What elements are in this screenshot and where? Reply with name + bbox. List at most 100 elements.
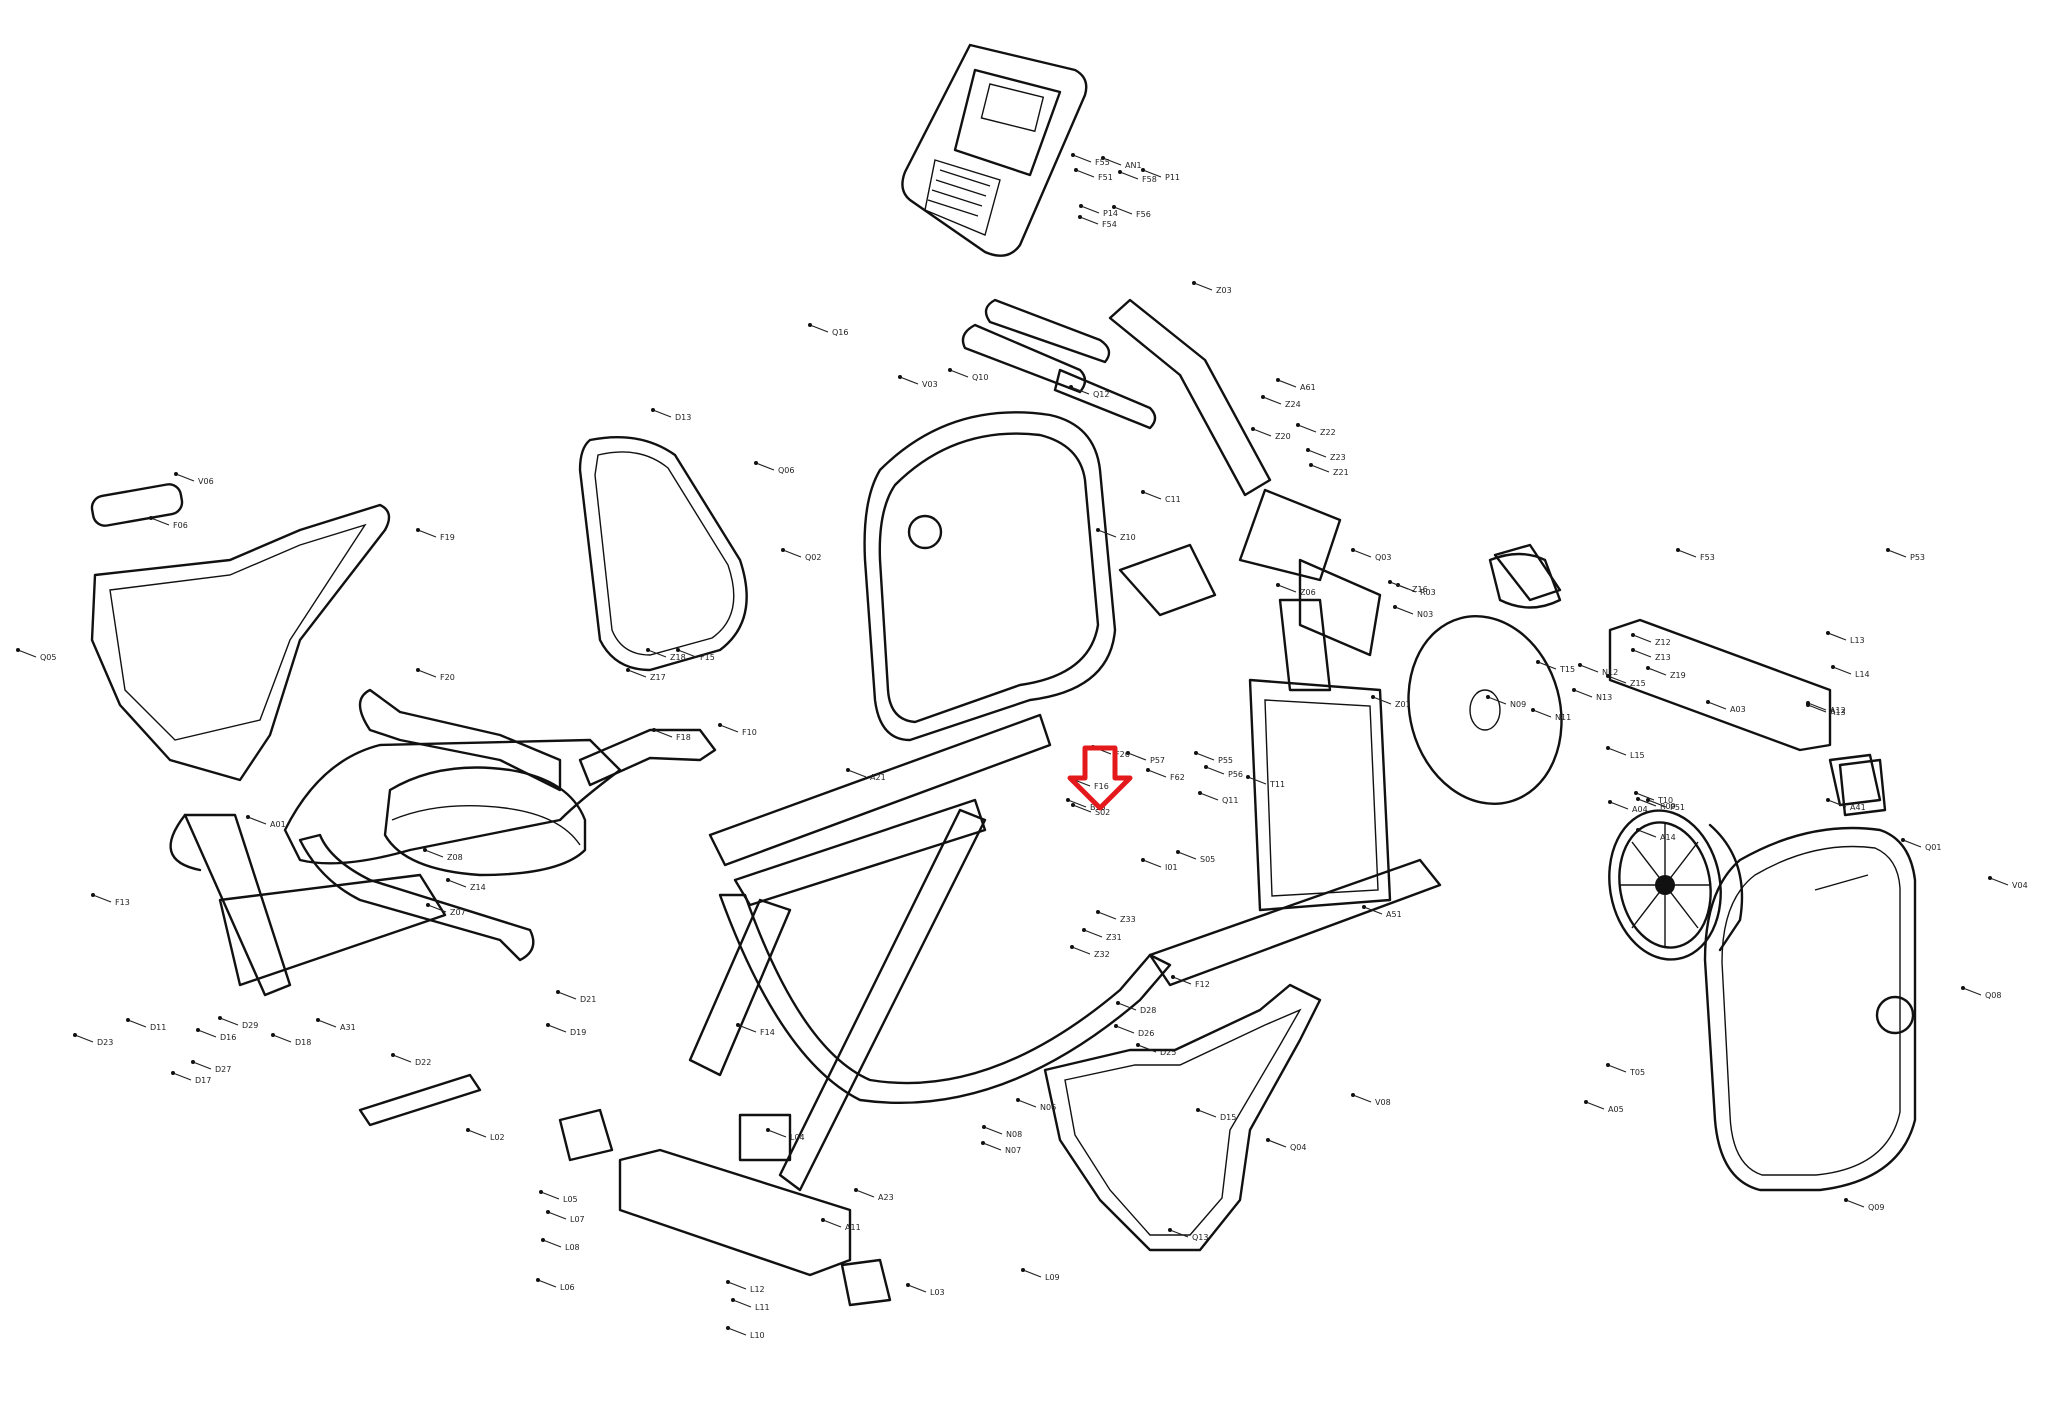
stabilizer-front-part (558, 1108, 892, 1307)
part-label-q08: Q08 (1985, 991, 2001, 1000)
leader-dot (651, 408, 655, 412)
leader-line (1807, 704, 1827, 713)
leader-line (17, 649, 37, 658)
part-label-a51: A51 (1386, 910, 1402, 919)
part-label-d23: D23 (97, 1038, 113, 1047)
part-label-n08: N08 (1006, 1130, 1022, 1139)
leader-dot (1146, 768, 1150, 772)
part-label-a12: A12 (1830, 706, 1846, 715)
leader-line (1113, 206, 1133, 215)
part-label-a14: A14 (1660, 833, 1676, 842)
leader-dot (149, 516, 153, 520)
leader-line (1142, 491, 1162, 500)
part-label-p57: P57 (1150, 756, 1165, 765)
leader-dot (898, 375, 902, 379)
part-label-t11: T11 (1269, 780, 1285, 789)
leader-line (1119, 171, 1139, 180)
part-label-p51: P51 (1670, 803, 1685, 812)
leader-line (1677, 549, 1697, 558)
leader-line (427, 904, 447, 913)
leader-dot (1114, 1024, 1118, 1028)
leader-line (1827, 632, 1847, 641)
part-label-n06: N06 (1040, 1103, 1056, 1112)
leader-line (417, 529, 437, 538)
right-shroud-part (1703, 826, 1917, 1192)
leader-line (1845, 1199, 1865, 1208)
leader-line (1637, 798, 1657, 807)
leader-lines (16, 153, 2009, 1336)
leader-dot (1266, 1138, 1270, 1142)
leader-line (1647, 799, 1667, 808)
leader-dot (1608, 800, 1612, 804)
part-label-z32: Z32 (1094, 950, 1110, 959)
part-label-l12: L12 (750, 1285, 765, 1294)
leader-dot (1961, 986, 1965, 990)
part-label-z19: Z19 (1670, 671, 1686, 680)
part-label-a13: A13 (1830, 708, 1846, 717)
part-label-a31: A31 (340, 1023, 356, 1032)
leader-line (1277, 379, 1297, 388)
leader-line (653, 729, 673, 738)
leader-line (540, 1191, 560, 1200)
leader-dot (1194, 751, 1198, 755)
leader-dot (676, 648, 680, 652)
part-label-f62: F62 (1170, 773, 1185, 782)
part-label-v08: V08 (1375, 1098, 1391, 1107)
part-label-f10: F10 (742, 728, 757, 737)
leader-dot (1371, 695, 1375, 699)
leader-line (1277, 584, 1297, 593)
part-label-z20: Z20 (1275, 432, 1291, 441)
leader-line (847, 769, 867, 778)
leader-line (1205, 766, 1225, 775)
leader-line (1199, 792, 1219, 801)
leader-line (1887, 549, 1907, 558)
leader-dot (846, 768, 850, 772)
leader-line (1127, 752, 1147, 761)
leader-line (1083, 929, 1103, 938)
leader-line (1989, 877, 2009, 886)
leader-dot (1351, 548, 1355, 552)
leader-dot (174, 472, 178, 476)
leader-line (1307, 449, 1327, 458)
part-label-q02: Q02 (805, 553, 821, 562)
part-label-f15: F15 (700, 653, 715, 662)
part-label-z31: Z31 (1106, 933, 1122, 942)
leader-line (737, 1024, 757, 1033)
leader-line (1067, 799, 1087, 808)
leader-line (1632, 634, 1652, 643)
leader-dot (1078, 215, 1082, 219)
leader-line (1585, 1101, 1605, 1110)
part-label-c11: C11 (1165, 495, 1181, 504)
leader-dot (1572, 688, 1576, 692)
leader-line (1142, 859, 1162, 868)
leader-dot (1079, 204, 1083, 208)
leader-line (1147, 769, 1167, 778)
part-label-d21: D21 (580, 995, 596, 1004)
leader-dot (1168, 1228, 1172, 1232)
leader-line (652, 409, 672, 418)
part-label-q04: Q04 (1290, 1143, 1306, 1152)
leader-dot (1606, 674, 1610, 678)
leader-line (1070, 386, 1090, 395)
leader-line (719, 724, 739, 733)
leader-dot (1901, 838, 1905, 842)
leader-line (899, 376, 919, 385)
leader-line (1573, 689, 1593, 698)
part-label-n11: N11 (1555, 713, 1571, 722)
part-label-q10: Q10 (972, 373, 988, 382)
leader-line (537, 1279, 557, 1288)
leader-line (1632, 649, 1652, 658)
leader-dot (1578, 663, 1582, 667)
part-label-d16: D16 (220, 1033, 236, 1042)
part-label-z24: Z24 (1285, 400, 1301, 409)
leader-line (1394, 606, 1414, 615)
leader-dot (1071, 803, 1075, 807)
part-label-n03: N03 (1417, 610, 1433, 619)
lower-shroud-part (1043, 983, 1322, 1252)
part-label-z14: Z14 (470, 883, 486, 892)
leader-dot (1636, 797, 1640, 801)
leader-line (1637, 829, 1657, 838)
leader-dot (1531, 708, 1535, 712)
leader-line (1607, 1064, 1627, 1073)
leader-dot (546, 1023, 550, 1027)
